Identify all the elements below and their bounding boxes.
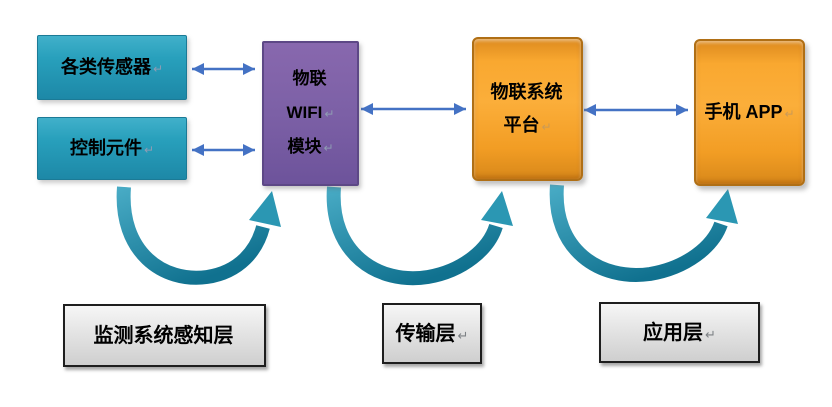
wifi-module-line-1: 物联 <box>293 70 329 89</box>
node-control-label: 控制元件 <box>69 137 142 158</box>
paragraph-mark: ↵ <box>143 142 155 157</box>
wifi-module-label-3: 模块 <box>287 136 322 156</box>
node-mobile-app: 手机 APP↵ <box>694 39 805 186</box>
paragraph-mark: ↵ <box>705 326 716 342</box>
node-iot-wifi-module: 物联 WIFI↵ 模块↵ <box>262 41 359 186</box>
app-label: 手机 APP <box>704 101 783 122</box>
flow-arrowhead-to-wifi-module <box>249 191 281 227</box>
flow-curve-perception-to-transport <box>116 186 270 285</box>
transport-label: 传输层 <box>395 322 456 345</box>
flow-curve-platform-to-application <box>549 184 728 282</box>
paragraph-mark: ↵ <box>323 140 334 155</box>
paragraph-mark: ↵ <box>324 107 335 122</box>
platform-label-1: 物联系统 <box>490 81 563 102</box>
wifi-module-label-2: WIFI <box>286 103 323 123</box>
platform-line-2: 平台↵ <box>503 114 552 136</box>
paragraph-mark: ↵ <box>541 119 552 134</box>
node-control-line: 控制元件↵ <box>69 137 155 159</box>
transport-line: 传输层↵ <box>396 323 469 345</box>
wifi-module-line-3: 模块↵ <box>287 136 334 157</box>
layer-label-perception: 监测系统感知层 <box>63 304 266 367</box>
layer-label-transport: 传输层↵ <box>382 303 482 364</box>
node-control-elements: 控制元件↵ <box>37 117 187 180</box>
layer-label-application: 应用层↵ <box>599 302 760 363</box>
flow-arrowhead-to-platform <box>481 191 513 226</box>
app-line: 手机 APP↵ <box>704 101 795 123</box>
application-label: 应用层 <box>643 321 704 344</box>
paragraph-mark: ↵ <box>784 106 795 121</box>
node-sensors-label: 各类传感器 <box>60 56 151 77</box>
paragraph-mark: ↵ <box>457 327 469 343</box>
perception-line: 监测系统感知层 <box>94 325 236 347</box>
wifi-module-label-1: 物联 <box>292 69 327 89</box>
wifi-module-line-2: WIFI↵ <box>286 103 335 123</box>
flow-curve-transport-to-platform <box>326 186 503 286</box>
node-sensors: 各类传感器↵ <box>37 35 187 100</box>
node-sensors-line: 各类传感器↵ <box>60 56 164 78</box>
flow-arrowhead-to-app <box>706 189 738 224</box>
node-iot-platform: 物联系统 平台↵ <box>472 37 583 181</box>
perception-label: 监测系统感知层 <box>93 324 234 347</box>
paragraph-mark: ↵ <box>152 61 164 76</box>
platform-label-2: 平台 <box>503 114 540 135</box>
application-line: 应用层↵ <box>643 322 716 344</box>
platform-line-1: 物联系统 <box>490 81 565 103</box>
